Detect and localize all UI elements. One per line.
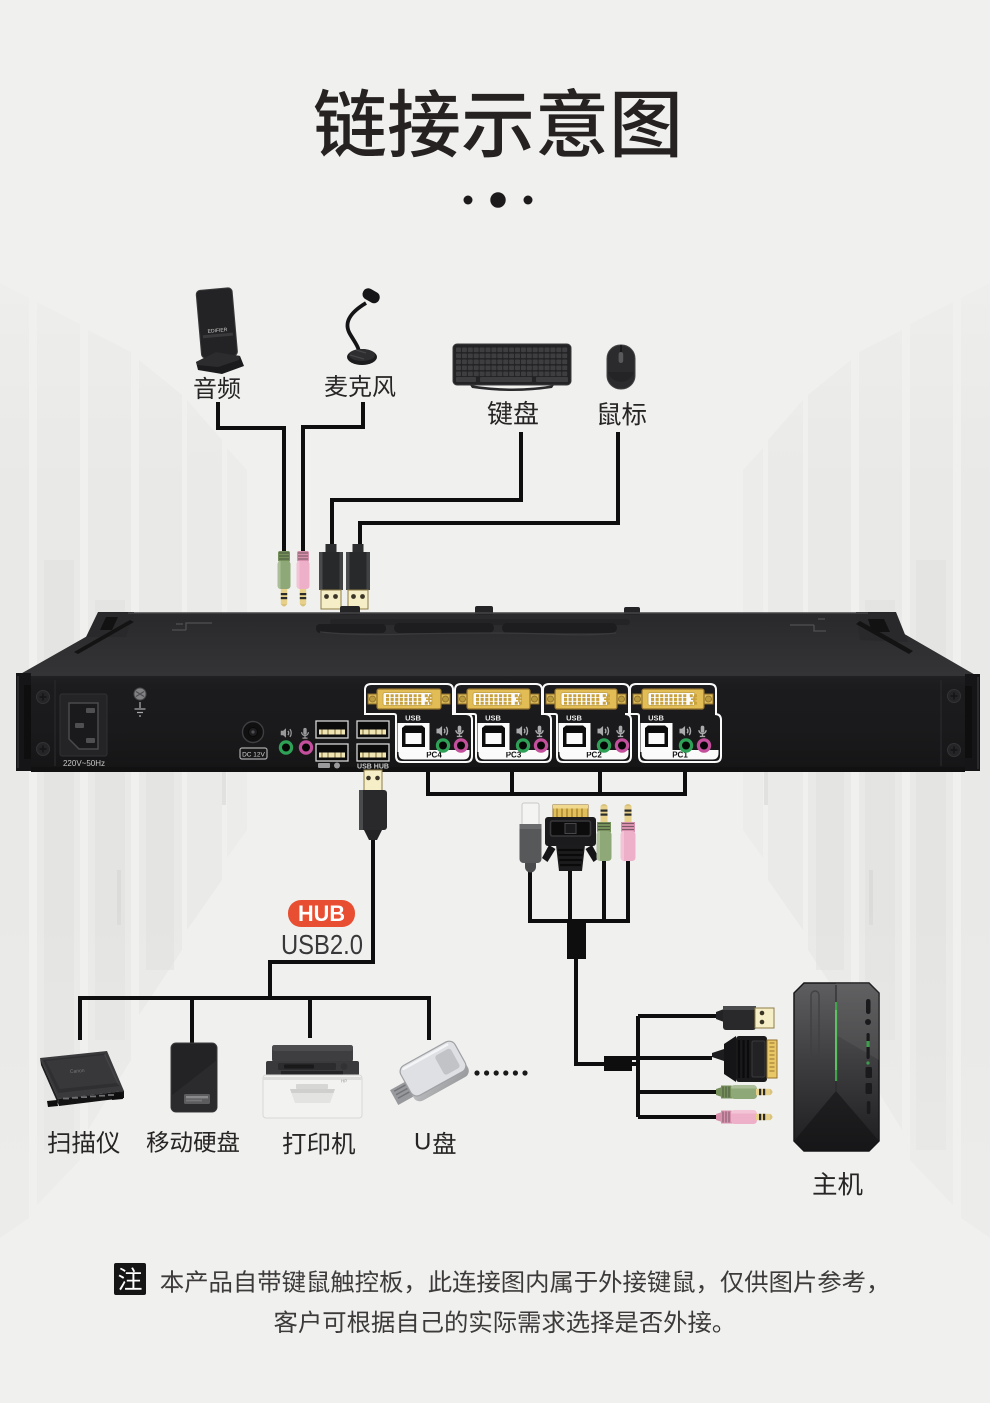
svg-text:PC3: PC3 [506, 751, 522, 760]
svg-text:USB: USB [405, 714, 421, 723]
svg-text:EDIFIER: EDIFIER [207, 327, 228, 335]
svg-text:PC2: PC2 [586, 751, 602, 760]
svg-text:USB: USB [648, 714, 664, 723]
svg-text:USB: USB [485, 714, 501, 723]
svg-text:HUB: HUB [298, 901, 345, 926]
svg-text:220V~50Hz: 220V~50Hz [63, 759, 105, 768]
svg-text:USB: USB [566, 714, 582, 723]
svg-text:PC1: PC1 [672, 751, 688, 760]
svg-text:USB HUB: USB HUB [357, 764, 389, 771]
svg-text:USB2.0: USB2.0 [281, 929, 363, 960]
svg-text:DC 12V: DC 12V [242, 752, 265, 759]
svg-text:Canon: Canon [70, 1068, 85, 1075]
svg-text:U: U [414, 1129, 431, 1156]
svg-text:PC4: PC4 [426, 751, 442, 760]
svg-text:HP: HP [341, 1079, 347, 1084]
